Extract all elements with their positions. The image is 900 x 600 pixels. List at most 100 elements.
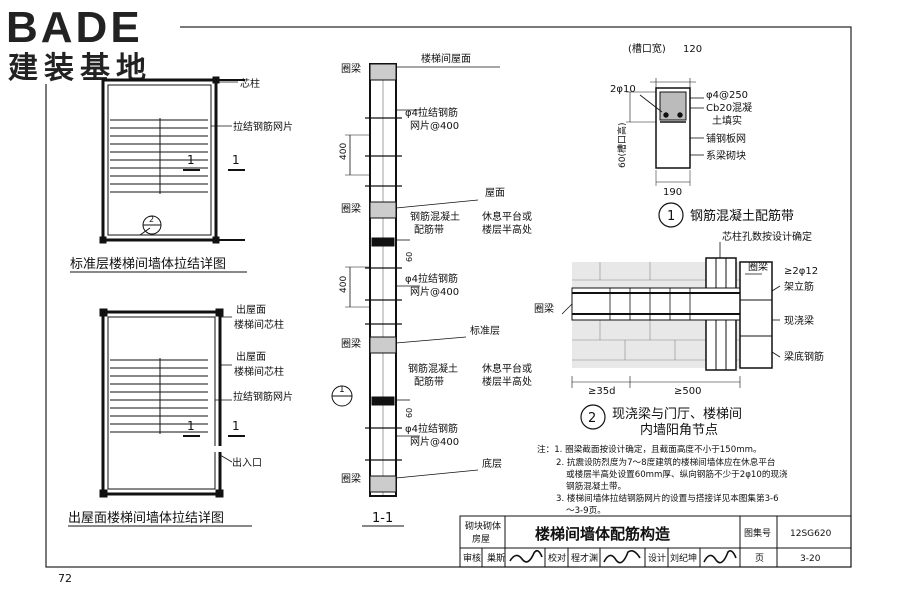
atlas-label: 图集号 <box>744 527 771 539</box>
bottom-plan <box>99 308 245 498</box>
entrance-label: 出入口 <box>232 456 262 469</box>
dim-120: 120 <box>683 44 702 55</box>
checker-name: 程才渊 <box>571 552 598 564</box>
roof-core-1b: 楼梯间芯柱 <box>234 318 284 331</box>
sheet-title: 楼梯间墙体配筋构造 <box>535 525 670 543</box>
reviewer-name: 巢斯 <box>487 552 505 564</box>
erect-bar-label: 架立筋 <box>784 280 814 293</box>
ring-beam-1-label: 圈梁 <box>341 62 361 75</box>
section-1-1 <box>331 63 500 497</box>
bottom-tie-mesh-label: 拉结钢筋网片 <box>233 390 293 403</box>
note-line: 注：1. 圈梁截面按设计确定，且截面高度不小于150mm。 <box>537 443 762 455</box>
note-line: 3. 楼梯间墙体拉结钢筋网片的设置与搭接详见本图集第3-6 <box>556 492 779 504</box>
reviewer-signature <box>509 549 543 563</box>
notes: 注：1. 圈梁截面按设计确定，且截面高度不小于150mm。 2. 抗震设防烈度为… <box>537 443 788 516</box>
note-line: 或楼层半高处设置60mm厚、纵向钢筋不少于2φ10的现浇 <box>566 468 788 480</box>
roof-core-2a: 出屋面 <box>236 350 266 363</box>
ring-beam-3-label: 圈梁 <box>341 337 361 350</box>
checker-signature <box>603 550 641 564</box>
design-label: 设计 <box>648 552 666 564</box>
detail2-caption-1: 现浇梁与门厅、楼梯间 <box>612 407 742 422</box>
dim-500: ≥500 <box>674 386 701 397</box>
detail-2 <box>561 242 781 430</box>
roof-of-stair-label: 楼梯间屋面 <box>421 52 471 65</box>
bottom-plan-caption: 出屋面楼梯间墙体拉结详图 <box>68 511 224 526</box>
rc-band-2b-label: 配筋带 <box>414 375 444 388</box>
dim-35d: ≥35d <box>588 386 615 397</box>
page-label: 页 <box>755 553 764 564</box>
bottom-section-mark-right: 1 <box>232 419 240 433</box>
page-number-cell: 3-20 <box>800 554 821 564</box>
roof-core-1a: 出屋面 <box>236 303 266 316</box>
mesh-1a-label: φ4拉结钢筋 <box>405 106 458 119</box>
atlas-number: 12SG620 <box>790 529 832 539</box>
rest-1a-label: 休息平台或 <box>482 210 532 223</box>
mesh-3a-label: φ4拉结钢筋 <box>405 422 458 435</box>
dim-60-1: 60 <box>405 252 414 262</box>
top-plan <box>99 76 245 244</box>
bars-2phi10: 2φ10 <box>610 84 636 95</box>
core-note-label: 芯柱孔数按设计确定 <box>722 230 812 243</box>
detail-1 <box>626 78 704 228</box>
detail1-caption: 钢筋混凝土配筋带 <box>690 208 794 224</box>
concrete-b-label: 土填实 <box>712 114 742 127</box>
rest-2b-label: 楼层半高处 <box>482 375 532 388</box>
rest-2a-label: 休息平台或 <box>482 362 532 375</box>
title-block <box>459 515 852 568</box>
section-mark-left: 1 <box>187 153 195 167</box>
roof-label: 屋面 <box>485 187 505 199</box>
logo-brand: BADE <box>6 3 143 52</box>
ground-floor-label: 底层 <box>482 457 502 470</box>
note-line: 2. 抗震设防烈度为7～8度建筑的楼梯间墙体应在休息平台 <box>556 456 776 468</box>
tie-mesh-label: 拉结钢筋网片 <box>233 120 293 133</box>
mesh-label: 铺钢板网 <box>706 132 746 145</box>
mesh-1b-label: 网片@400 <box>410 119 459 132</box>
note-line: ～3-9页。 <box>566 505 606 516</box>
detail2-caption-2: 内墙阳角节点 <box>640 422 718 438</box>
roof-core-2b: 楼梯间芯柱 <box>234 365 284 378</box>
check-label: 校对 <box>548 552 566 564</box>
mesh-3b-label: 网片@400 <box>410 435 459 448</box>
block-label: 系梁砌块 <box>706 149 746 162</box>
detail2-number: 2 <box>588 411 596 426</box>
designer-signature <box>703 550 737 564</box>
slot-width-label: (槽口宽) <box>628 42 666 55</box>
category-1: 砌块砌体 <box>465 520 501 532</box>
category-2: 房屋 <box>472 533 490 545</box>
core-column-label: 芯柱 <box>240 77 260 90</box>
concrete-a-label: Cb20混凝 <box>706 102 752 114</box>
detail2-ring-beam-left: 圈梁 <box>534 302 554 315</box>
ring-beam-4-label: 圈梁 <box>341 472 361 485</box>
slot-height-label: 60(槽口高) <box>616 123 628 168</box>
dim-190: 190 <box>663 187 682 198</box>
designer-name: 刘纪坤 <box>670 552 697 564</box>
dim-400-1: 400 <box>339 143 349 160</box>
rc-band-2a-label: 钢筋混凝土 <box>408 362 458 375</box>
bade-logo: BADE 建装基地 <box>0 0 180 85</box>
dim-400-2: 400 <box>339 276 349 293</box>
top-plan-caption: 标准层楼梯间墙体拉结详图 <box>70 257 226 272</box>
section-caption: 1-1 <box>372 511 393 526</box>
section-callout-number: 1 <box>339 385 345 395</box>
detail1-number: 1 <box>667 209 675 224</box>
sheet-frame <box>45 26 852 568</box>
section-mark-right: 1 <box>232 153 240 167</box>
ring-beam-2-label: 圈梁 <box>341 202 361 215</box>
dim-60-2: 60 <box>405 408 414 418</box>
page-number: 72 <box>58 572 72 585</box>
detail2-ring-beam-label: 圈梁 <box>748 260 768 273</box>
bars-2phi12: ≥2φ12 <box>784 266 818 277</box>
detail-callout-number: 2 <box>149 215 154 224</box>
rc-band-1b-label: 配筋带 <box>414 223 444 236</box>
beam-bottom-label: 梁底钢筋 <box>784 350 824 363</box>
bottom-section-mark-left: 1 <box>187 419 195 433</box>
standard-floor-label: 标准层 <box>470 325 500 337</box>
stirrup-label: φ4@250 <box>706 90 748 101</box>
review-label: 审核 <box>463 552 481 564</box>
mesh-2b-label: 网片@400 <box>410 285 459 298</box>
note-line: 钢筋混凝土带。 <box>566 480 626 492</box>
rest-1b-label: 楼层半高处 <box>482 223 532 236</box>
mesh-2a-label: φ4拉结钢筋 <box>405 272 458 285</box>
cast-beam-label: 现浇梁 <box>784 314 814 327</box>
